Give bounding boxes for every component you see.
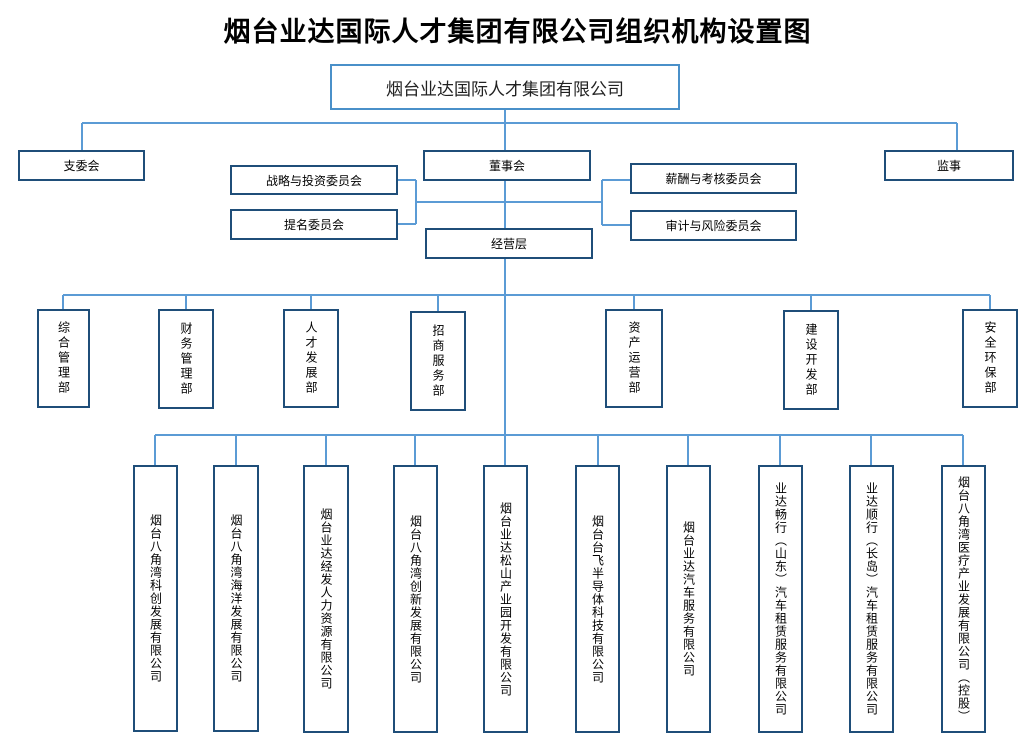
department-box: 招商服务部 <box>410 311 466 411</box>
branch-committee-box: 支委会 <box>18 150 145 181</box>
subsidiary-box: 烟台业达经发人力资源有限公司 <box>303 465 349 733</box>
board-box: 董事会 <box>423 150 591 181</box>
department-box: 建设开发部 <box>783 310 839 410</box>
compensation-committee-box: 薪酬与考核委员会 <box>630 163 797 194</box>
strategy-committee-box: 战略与投资委员会 <box>230 165 398 195</box>
diagram-title: 烟台业达国际人才集团有限公司组织机构设置图 <box>223 17 812 48</box>
supervisor-box: 监事 <box>884 150 1014 181</box>
subsidiary-box: 烟台八角湾海洋发展有限公司 <box>213 465 259 732</box>
subsidiary-box: 业达顺行（长岛）汽车租赁服务有限公司 <box>849 465 894 733</box>
department-box: 人才发展部 <box>283 309 339 408</box>
subsidiary-box: 烟台业达汽车服务有限公司 <box>666 465 711 733</box>
subsidiary-box: 烟台台飞半导体科技有限公司 <box>575 465 620 733</box>
department-box: 安全环保部 <box>962 309 1018 408</box>
subsidiary-box: 烟台八角湾医疗产业发展有限公司（控股） <box>941 465 986 733</box>
audit-committee-box: 审计与风险委员会 <box>630 210 797 241</box>
department-box: 资产运营部 <box>605 309 663 408</box>
department-box: 财务管理部 <box>158 309 214 409</box>
department-box: 综合管理部 <box>37 309 90 408</box>
management-box: 经营层 <box>425 228 593 259</box>
subsidiary-box: 烟台八角湾科创发展有限公司 <box>133 465 178 732</box>
subsidiary-box: 烟台业达松山产业园开发有限公司 <box>483 465 528 733</box>
subsidiary-box: 业达畅行（山东）汽车租赁服务有限公司 <box>758 465 803 733</box>
subsidiary-box: 烟台八角湾创新发展有限公司 <box>393 465 438 733</box>
root-company-box: 烟台业达国际人才集团有限公司 <box>330 64 680 110</box>
nomination-committee-box: 提名委员会 <box>230 209 398 240</box>
